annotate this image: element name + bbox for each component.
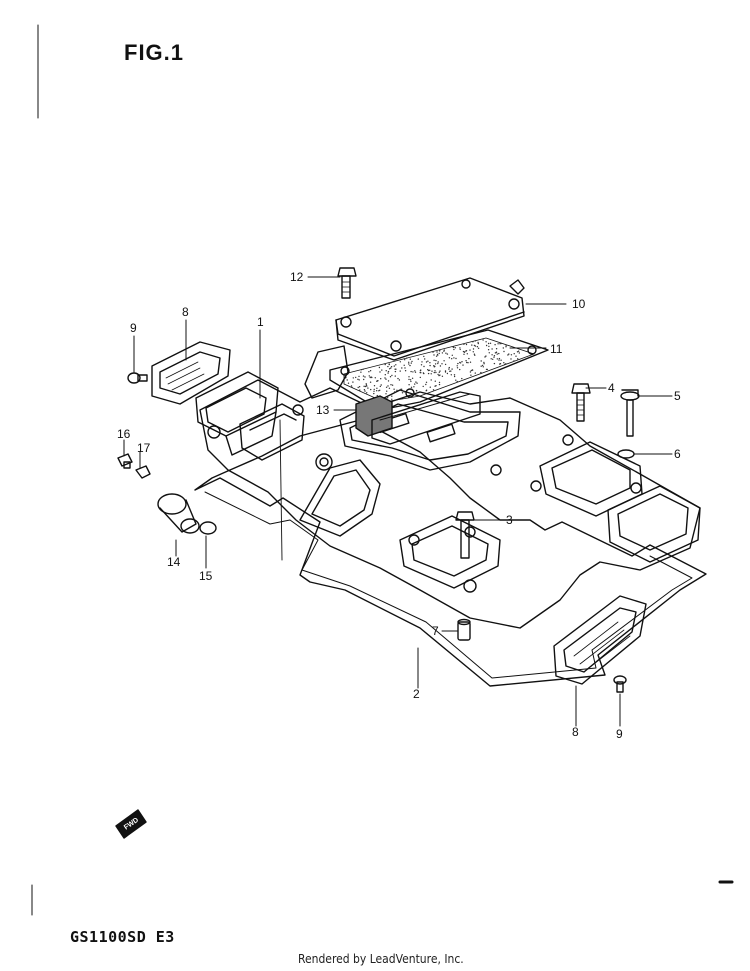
leader-lines	[123, 276, 673, 727]
dowel-pin	[457, 618, 471, 641]
callout-8-right: 8	[572, 725, 579, 739]
callout-4: 4	[608, 381, 615, 395]
breather-gasket	[329, 329, 549, 411]
small-washer	[135, 465, 151, 479]
seal-washer	[617, 449, 635, 459]
breather-cover	[335, 277, 525, 361]
callout-9-left: 9	[130, 321, 137, 335]
callout-3: 3	[506, 513, 513, 527]
small-bolt	[117, 453, 133, 469]
scan-margin-marks	[31, 24, 734, 916]
breather-baffle	[355, 391, 481, 445]
cam-plug	[157, 493, 200, 534]
head-cover-gasket	[194, 419, 707, 687]
callout-7: 7	[432, 624, 439, 638]
o-ring	[199, 521, 217, 535]
footer-credit: Rendered by LeadVenture, Inc.	[298, 952, 464, 966]
fwd-arrow-icon: FWD	[115, 809, 147, 839]
callout-2: 2	[413, 687, 420, 701]
callout-6: 6	[674, 447, 681, 461]
callout-9-right: 9	[616, 727, 623, 741]
callout-8-left: 8	[182, 305, 189, 319]
callout-labels: 12 10 11 13 4 5 6 3 7 1 8 9 16 17 14 15 …	[117, 270, 681, 741]
cylinder-head-cover	[195, 371, 701, 629]
end-cap-screw-left	[127, 372, 148, 384]
breather-cover-bolt	[337, 267, 357, 299]
callout-16: 16	[117, 427, 131, 441]
figure-title: FIG.1	[124, 40, 185, 65]
callout-13: 13	[316, 403, 330, 417]
gasket-inner-edge	[204, 491, 693, 679]
callout-12: 12	[290, 270, 304, 284]
gasket-stipple	[344, 339, 520, 401]
callout-10: 10	[572, 297, 586, 311]
callout-11: 11	[550, 342, 563, 356]
callout-1: 1	[257, 315, 264, 329]
callout-14: 14	[167, 555, 181, 569]
breather-housing	[304, 345, 349, 399]
callout-15: 15	[199, 569, 213, 583]
callout-17: 17	[137, 441, 151, 455]
model-code: GS1100SD E3	[70, 928, 175, 946]
cover-bolt-4	[571, 383, 591, 422]
cam-end-cap-left	[151, 341, 231, 405]
end-cap-screw-right	[613, 675, 627, 693]
cover-bolt-5	[620, 389, 640, 437]
callout-5: 5	[674, 389, 681, 403]
cam-end-cap-right	[553, 595, 647, 685]
